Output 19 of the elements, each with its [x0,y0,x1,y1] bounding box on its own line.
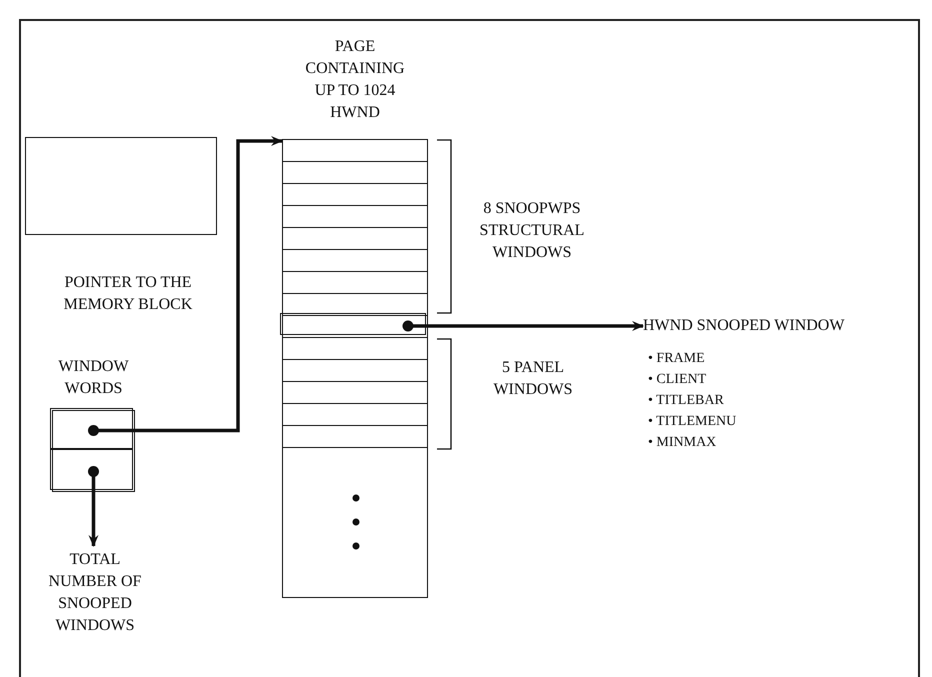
list-item: • CLIENT [648,371,708,389]
list-item: • TITLEBAR [648,392,725,410]
table-cell [280,313,426,335]
window-label: HWND SNOOPED WINDOW [643,315,913,337]
table-cell [50,449,133,490]
memory-block [25,137,217,235]
annotation: POINTER TO THE MEMORY BLOCK [62,273,194,315]
list-item: • MINMAX [648,434,718,452]
table-cell [50,408,133,449]
annotation: 8 SNOOPWPS STRUCTURAL WINDOWS [478,199,586,263]
arrow [88,136,283,436]
caption: TOTAL NUMBER OF SNOOPED WINDOWS [35,549,155,637]
annotation: 5 PANEL WINDOWS [492,358,574,400]
arrow [88,466,99,547]
heading: PAGE CONTAINING UP TO 1024 HWND [304,37,406,123]
heading: WINDOW WORDS [57,357,130,399]
arrow [402,320,644,332]
list-item: • TITLEMENU [648,413,736,431]
list-item: • FRAME [648,350,706,368]
